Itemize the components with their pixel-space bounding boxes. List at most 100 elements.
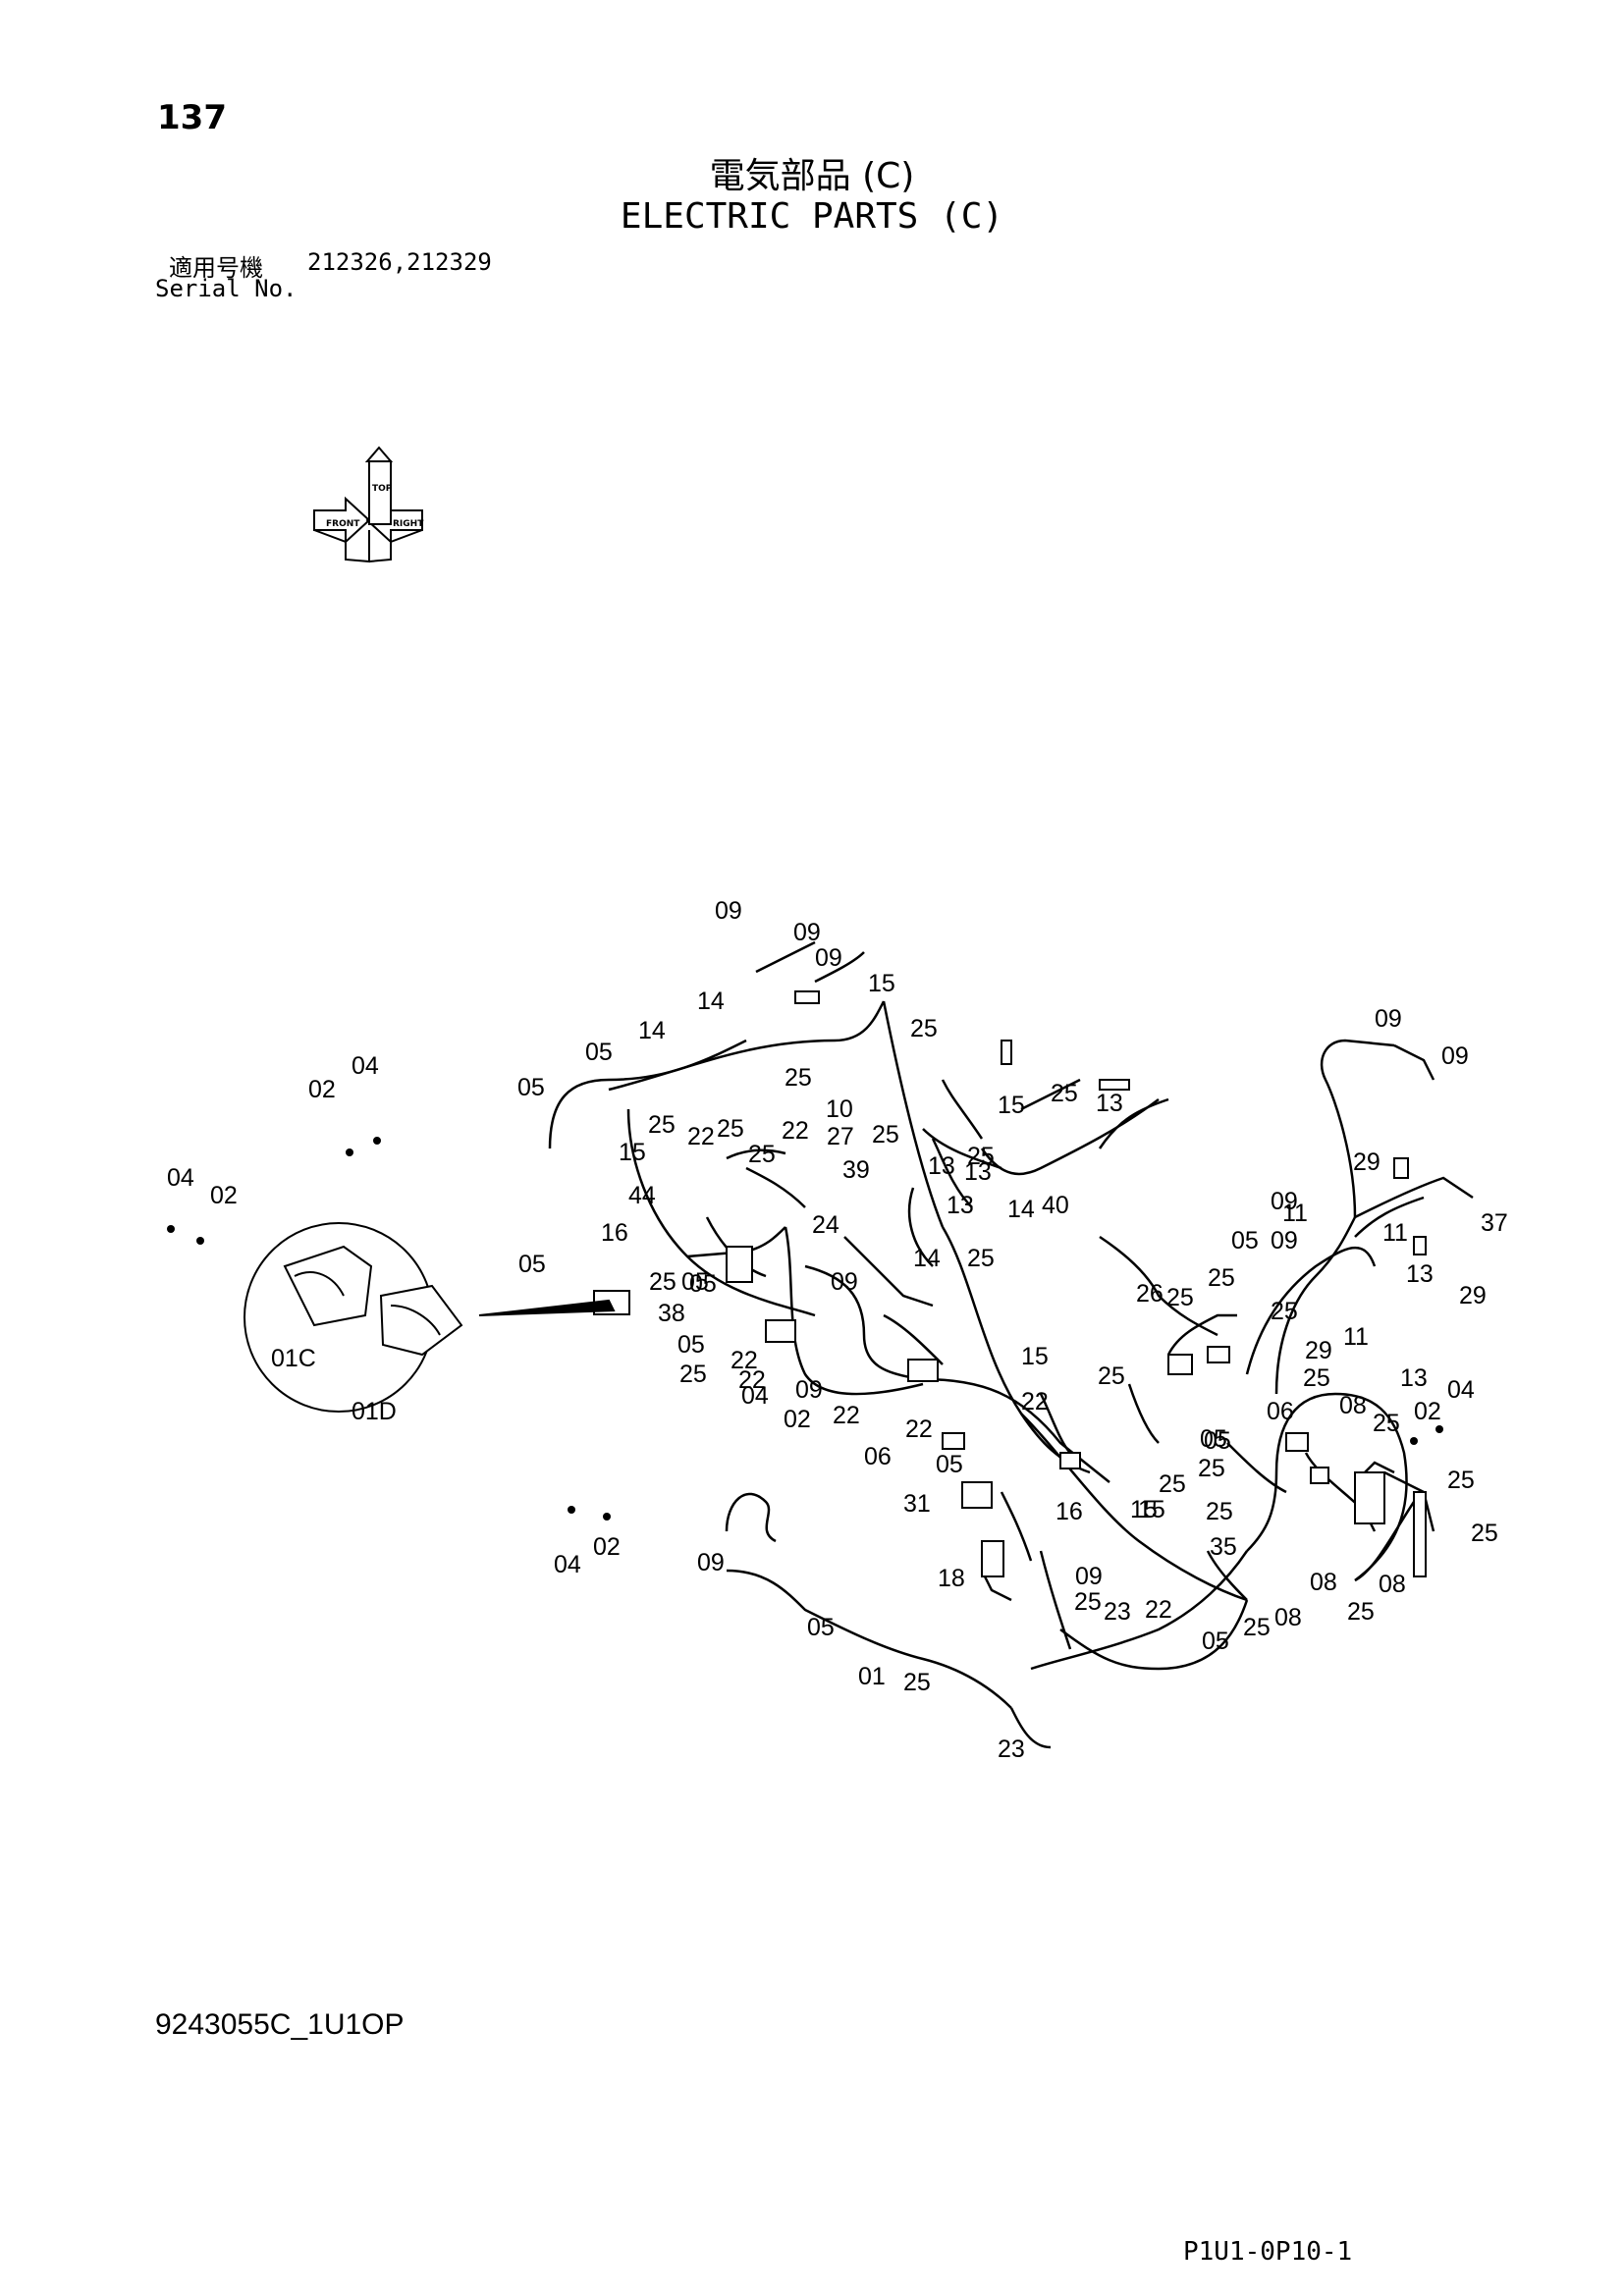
callout-label: 09	[697, 1549, 725, 1576]
serial-label-en: Serial No.	[155, 275, 298, 302]
wiring-harness	[548, 940, 1474, 1749]
callout-label: 09	[1375, 1005, 1402, 1033]
callout-label: 25	[1471, 1520, 1498, 1547]
callout-label: 02	[1414, 1398, 1441, 1425]
callout-label: 13	[947, 1192, 974, 1219]
callout-label: 05	[677, 1331, 705, 1359]
connectors	[593, 990, 1427, 1577]
callout-label: 22	[738, 1366, 766, 1394]
callout-label: 09	[1271, 1227, 1298, 1255]
callout-label: 08	[1339, 1392, 1367, 1419]
callout-label: 05	[1231, 1227, 1259, 1255]
serial-values: 212326,212329	[307, 248, 492, 276]
callout-label: 39	[842, 1156, 870, 1184]
callout-label: 09	[793, 919, 821, 946]
callout-label: 25	[1447, 1467, 1475, 1494]
page-title-en: ELECTRIC PARTS (C)	[620, 196, 1004, 237]
callout-label: 29	[1305, 1337, 1332, 1364]
callout-label: 16	[601, 1219, 628, 1247]
callout-label: 01	[858, 1663, 886, 1690]
callout-label: 11	[1282, 1200, 1308, 1227]
callout-label: 25	[1198, 1455, 1225, 1482]
callout-label: 10	[826, 1095, 853, 1123]
callout-label: 05	[681, 1268, 709, 1296]
callout-label: 26	[1136, 1280, 1164, 1308]
callout-label: 25	[1166, 1284, 1194, 1311]
callout-label: 35	[1210, 1533, 1237, 1561]
page-title-jp: 電気部品 (C)	[709, 156, 915, 196]
callout-label: 02	[593, 1533, 621, 1561]
callout-label: 29	[1459, 1282, 1487, 1309]
callout-label: 11	[1382, 1219, 1408, 1247]
page-code: P1U1-0P10-1	[1183, 2237, 1353, 2267]
callout-label: 09	[815, 944, 842, 972]
callout-label: 25	[1159, 1470, 1186, 1498]
callout-label: 25	[717, 1115, 744, 1143]
callout-label: 06	[864, 1443, 892, 1470]
callout-label: 05	[517, 1074, 545, 1101]
callout-label: 04	[741, 1382, 769, 1410]
callout-label: 25	[1206, 1498, 1233, 1525]
callout-label: 31	[903, 1490, 931, 1518]
callout-label: 37	[1481, 1209, 1508, 1237]
callout-label: 25	[649, 1268, 677, 1296]
callout-label: 09	[715, 897, 742, 925]
callout-label: 25	[1074, 1588, 1102, 1616]
callout-label: 05	[1200, 1425, 1227, 1453]
callout-label: 23	[1104, 1598, 1131, 1626]
callout-label: 25	[1208, 1264, 1235, 1292]
callout-label: 13	[964, 1158, 992, 1186]
callout-label: 25	[872, 1121, 899, 1148]
callout-label: 22	[731, 1347, 758, 1374]
callout-label: 08	[1379, 1571, 1406, 1598]
callout-label: 04	[352, 1052, 379, 1080]
callout-label: 08	[1274, 1604, 1302, 1631]
callout-label: 24	[812, 1211, 839, 1239]
page-number: 137	[157, 98, 227, 137]
callout-label: 04	[167, 1164, 194, 1192]
callout-label: 25	[679, 1361, 707, 1388]
callout-label: 25	[1303, 1364, 1330, 1392]
callout-label: 14	[1007, 1196, 1035, 1223]
callout-label: 22	[687, 1123, 715, 1150]
callout-label: 09	[1271, 1188, 1298, 1215]
callout-label: 15	[1138, 1496, 1165, 1523]
callout-label: 05	[585, 1039, 613, 1066]
callout-label: 13	[1406, 1260, 1434, 1288]
callout-label: 06	[1267, 1398, 1294, 1425]
callout-label: 25	[1243, 1614, 1271, 1641]
callout-label: 02	[308, 1076, 336, 1103]
callout-label: 15	[1021, 1343, 1049, 1370]
callout-label: 13	[1096, 1090, 1123, 1117]
callout-label: 25	[1098, 1362, 1125, 1390]
callout-label: 22	[833, 1402, 860, 1429]
callout-label: 14	[638, 1017, 666, 1044]
callout-label: 05	[689, 1270, 717, 1298]
callout-label: 29	[1353, 1148, 1380, 1176]
callout-label: 04	[1447, 1376, 1475, 1404]
callout-label: 18	[938, 1565, 965, 1592]
callout-label: 01D	[352, 1398, 397, 1425]
callout-label: 25	[1347, 1598, 1375, 1626]
callout-label: 25	[967, 1245, 995, 1272]
callout-label: 25	[748, 1141, 776, 1168]
callout-label: 15	[619, 1139, 646, 1166]
callout-labels: 09 09 09 15 14 14 05 05 25 25 10 25 13 1…	[167, 897, 1508, 1763]
callout-label: 25	[967, 1143, 995, 1170]
callout-label: 22	[905, 1415, 933, 1443]
callout-label: 44	[628, 1182, 656, 1209]
callout-label: 09	[795, 1376, 823, 1404]
callout-label: 13	[928, 1152, 955, 1180]
callout-label: 40	[1042, 1192, 1069, 1219]
callout-label: 02	[210, 1182, 238, 1209]
callout-label: 01C	[271, 1345, 316, 1372]
bolt-markers	[167, 1137, 1443, 1521]
callout-label: 23	[998, 1735, 1025, 1763]
callout-label: 25	[1373, 1410, 1400, 1437]
callout-label: 09	[831, 1268, 858, 1296]
callout-label: 09	[1075, 1563, 1103, 1590]
orientation-front-label: FRONT	[326, 519, 360, 529]
callout-label: 22	[782, 1117, 809, 1145]
callout-label: 22	[1021, 1388, 1049, 1415]
